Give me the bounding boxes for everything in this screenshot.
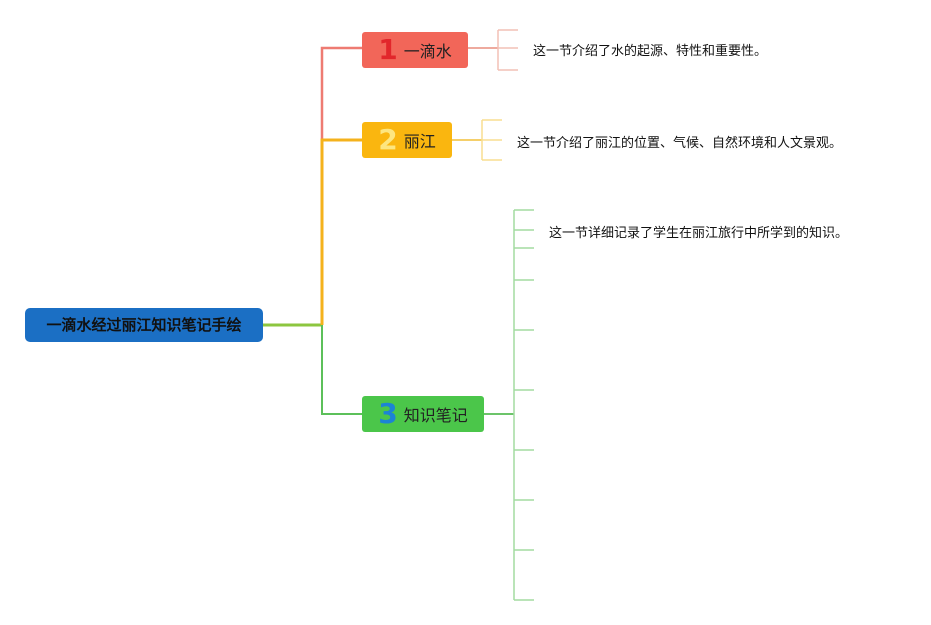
branch-node-1[interactable]: 1 一滴水 (362, 32, 468, 68)
branch-number-1: 1 (378, 33, 398, 66)
branch-number-2: 2 (378, 123, 398, 156)
root-node[interactable]: 一滴水经过丽江知识笔记手绘 (25, 308, 263, 342)
branch-node-3[interactable]: 3 知识笔记 (362, 396, 484, 432)
branch-label-3: 知识笔记 (403, 406, 468, 425)
branch-node-2[interactable]: 2 丽江 (362, 122, 452, 158)
branch-description-2: 这一节介绍了丽江的位置、气候、自然环境和人文景观。 (517, 136, 843, 151)
branch-number-3: 3 (378, 397, 398, 430)
branch-label-2: 丽江 (403, 132, 436, 151)
branch-description-3: 这一节详细记录了学生在丽江旅行中所学到的知识。 (549, 226, 849, 241)
root-label: 一滴水经过丽江知识笔记手绘 (46, 316, 242, 334)
branch-description-1: 这一节介绍了水的起源、特性和重要性。 (533, 44, 768, 59)
branch-label-1: 一滴水 (403, 42, 452, 61)
